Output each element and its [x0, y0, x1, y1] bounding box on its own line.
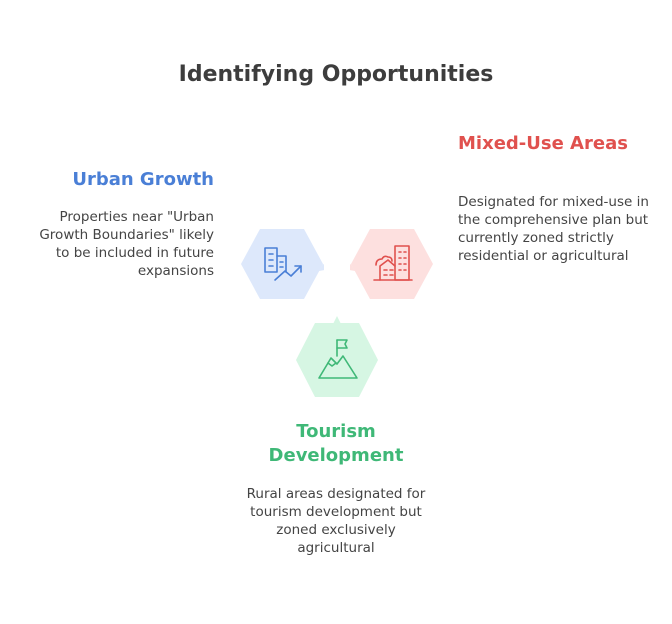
tourism-hexagon [295, 316, 379, 404]
city-buildings-icon [373, 245, 413, 281]
urban-growth-description: Properties near "Urban Growth Boundaries… [39, 209, 214, 279]
mountain-flag-icon [318, 339, 358, 379]
page-title: Identifying Opportunities [178, 62, 494, 87]
mixed-use-hexagon [343, 227, 434, 305]
tourism-description: Rural areas designated for tourism devel… [246, 486, 426, 556]
buildings-growth-icon [264, 247, 302, 281]
mixed-use-heading: Mixed-Use Areas [458, 133, 628, 154]
mixed-use-description: Designated for mixed-use in the comprehe… [458, 194, 649, 264]
urban-growth-hexagon [240, 227, 331, 305]
urban-growth-heading: Urban Growth [72, 169, 214, 190]
tourism-heading: Tourism Development [268, 421, 404, 466]
